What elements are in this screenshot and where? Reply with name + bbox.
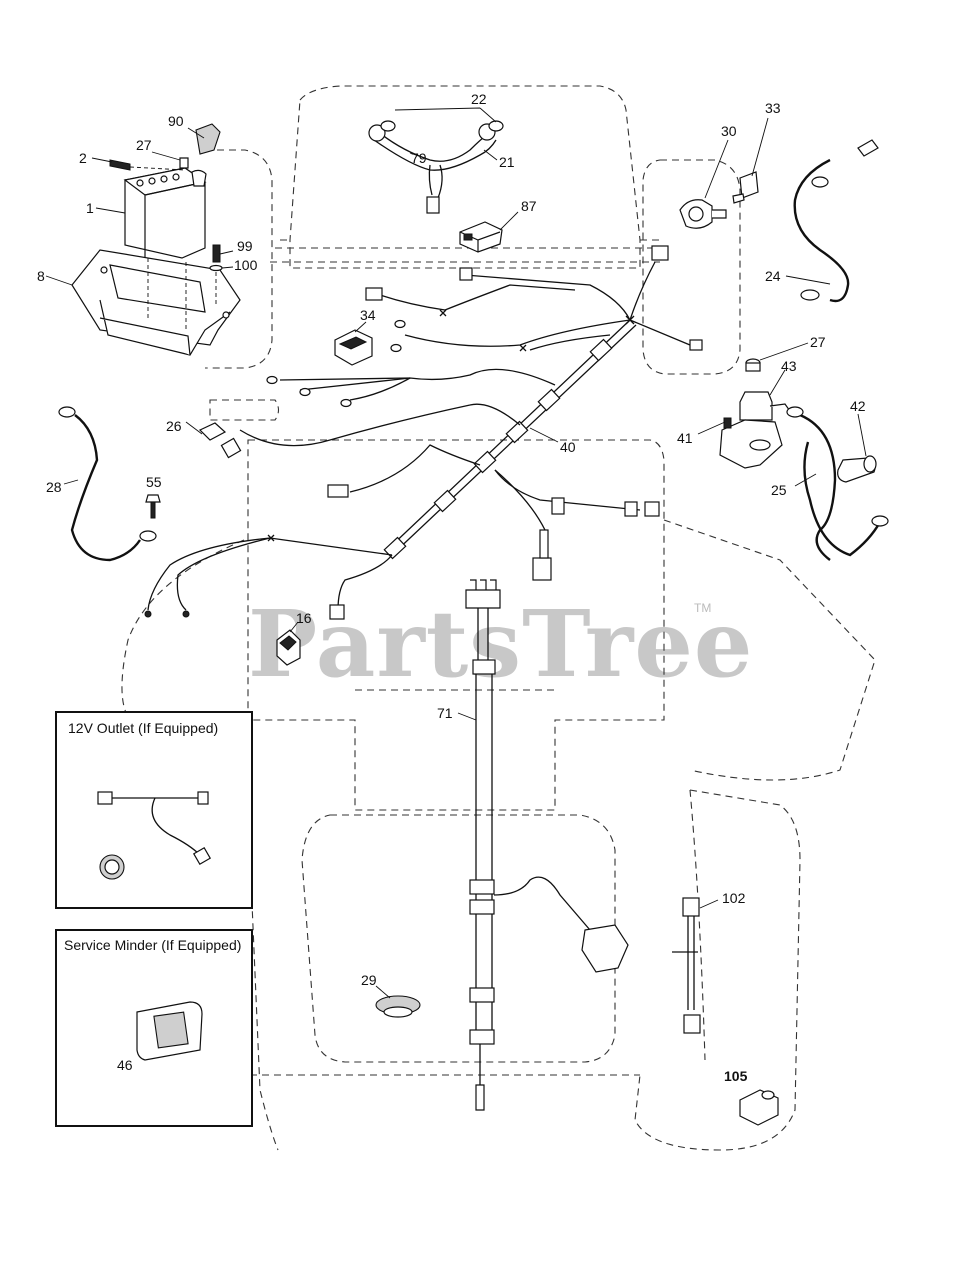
callout-27-battery: 27 — [136, 137, 152, 153]
callout-16: 16 — [296, 610, 312, 626]
part-105 — [739, 1089, 779, 1126]
harness-102 — [672, 897, 701, 1034]
leader-lines — [45, 117, 867, 999]
callout-90: 90 — [168, 113, 184, 129]
inset-12v-outlet: 12V Outlet (If Equipped) — [55, 711, 253, 909]
callout-8: 8 — [37, 268, 45, 284]
callout-100: 100 — [234, 257, 258, 273]
inset-service-minder: Service Minder (If Equipped) — [55, 929, 253, 1127]
watermark-text: PartsTree — [248, 590, 753, 698]
battery-group — [71, 123, 241, 356]
switch-87 — [459, 221, 503, 253]
cable-28 — [58, 406, 157, 562]
callout-26: 26 — [166, 418, 182, 434]
grommet-29 — [375, 995, 421, 1018]
callout-labels: 90 27 2 1 99 100 8 22 79 21 87 34 30 33 … — [37, 91, 866, 1084]
fuse-26 — [198, 422, 227, 441]
callout-28: 28 — [46, 479, 62, 495]
callout-2: 2 — [79, 150, 87, 166]
callout-30: 30 — [721, 123, 737, 139]
watermark: PartsTree TM — [248, 590, 753, 698]
callout-33: 33 — [765, 100, 781, 116]
callout-34: 34 — [360, 307, 376, 323]
callout-99: 99 — [237, 238, 253, 254]
watermark-trademark: TM — [694, 601, 711, 615]
callout-25: 25 — [771, 482, 787, 498]
callout-29: 29 — [361, 972, 377, 988]
callout-79: 79 — [411, 150, 427, 166]
rocker-switch-34 — [334, 329, 373, 366]
callout-105: 105 — [724, 1068, 748, 1084]
callout-21: 21 — [499, 154, 515, 170]
headlight-harness — [368, 107, 504, 214]
cable-24 — [793, 139, 879, 303]
ignition-group — [679, 171, 759, 229]
callout-1: 1 — [86, 200, 94, 216]
callout-41: 41 — [677, 430, 693, 446]
connector-16 — [276, 629, 301, 666]
screw-55 — [145, 494, 161, 519]
callout-102: 102 — [722, 890, 746, 906]
callout-87: 87 — [521, 198, 537, 214]
callout-27-solenoid: 27 — [810, 334, 826, 350]
main-harness-40 — [144, 245, 703, 620]
outlet-title: 12V Outlet (If Equipped) — [68, 720, 218, 736]
callout-55: 55 — [146, 474, 162, 490]
callout-22: 22 — [471, 91, 487, 107]
solenoid-group — [719, 358, 889, 561]
harness-71 — [465, 579, 629, 1111]
service-minder-title: Service Minder (If Equipped) — [64, 937, 241, 953]
callout-46: 46 — [117, 1057, 133, 1073]
callout-40: 40 — [560, 439, 576, 455]
callout-43: 43 — [781, 358, 797, 374]
callout-42: 42 — [850, 398, 866, 414]
callout-24: 24 — [765, 268, 781, 284]
callout-71: 71 — [437, 705, 453, 721]
